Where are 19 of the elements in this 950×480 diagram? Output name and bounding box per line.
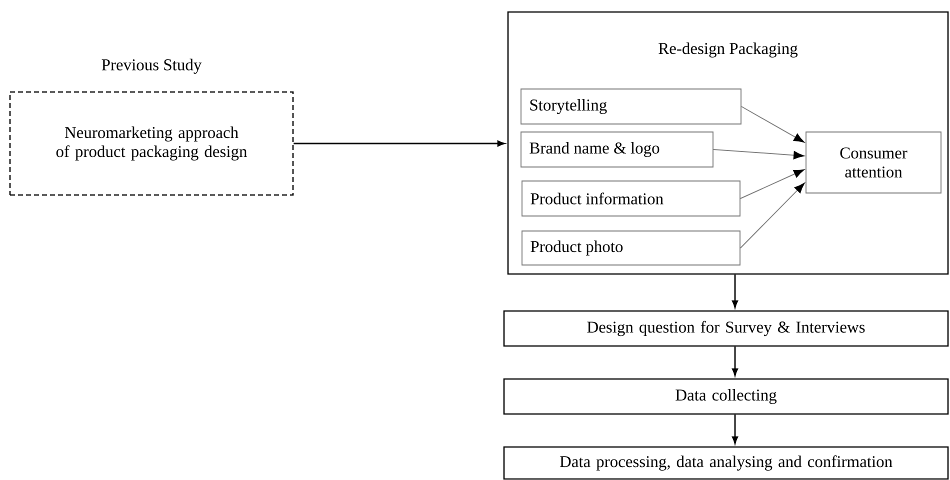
arrow [740,169,804,199]
heading: Re-design Packaging [658,42,798,58]
process-box: Consumer attention [806,132,942,194]
process-box: Data processing, data analysing and confirmation [503,446,949,480]
arrow [740,106,804,142]
process-box: Product photo [522,230,740,266]
arrow [740,182,805,248]
process-box: Storytelling [520,88,742,124]
arrow [732,414,738,444]
arrow [294,140,505,147]
process-box: Data collecting [503,378,949,415]
process-box: Product information [522,180,740,216]
arrow [712,149,804,160]
dashed-box: Neuromarketing approach of product packaging design [9,91,294,196]
heading: Previous Study [102,58,202,74]
process-box: Brand name & logo [520,132,714,168]
arrow [732,274,738,308]
process-box: Design question for Survey & Interviews [503,310,949,347]
arrow [732,346,738,376]
